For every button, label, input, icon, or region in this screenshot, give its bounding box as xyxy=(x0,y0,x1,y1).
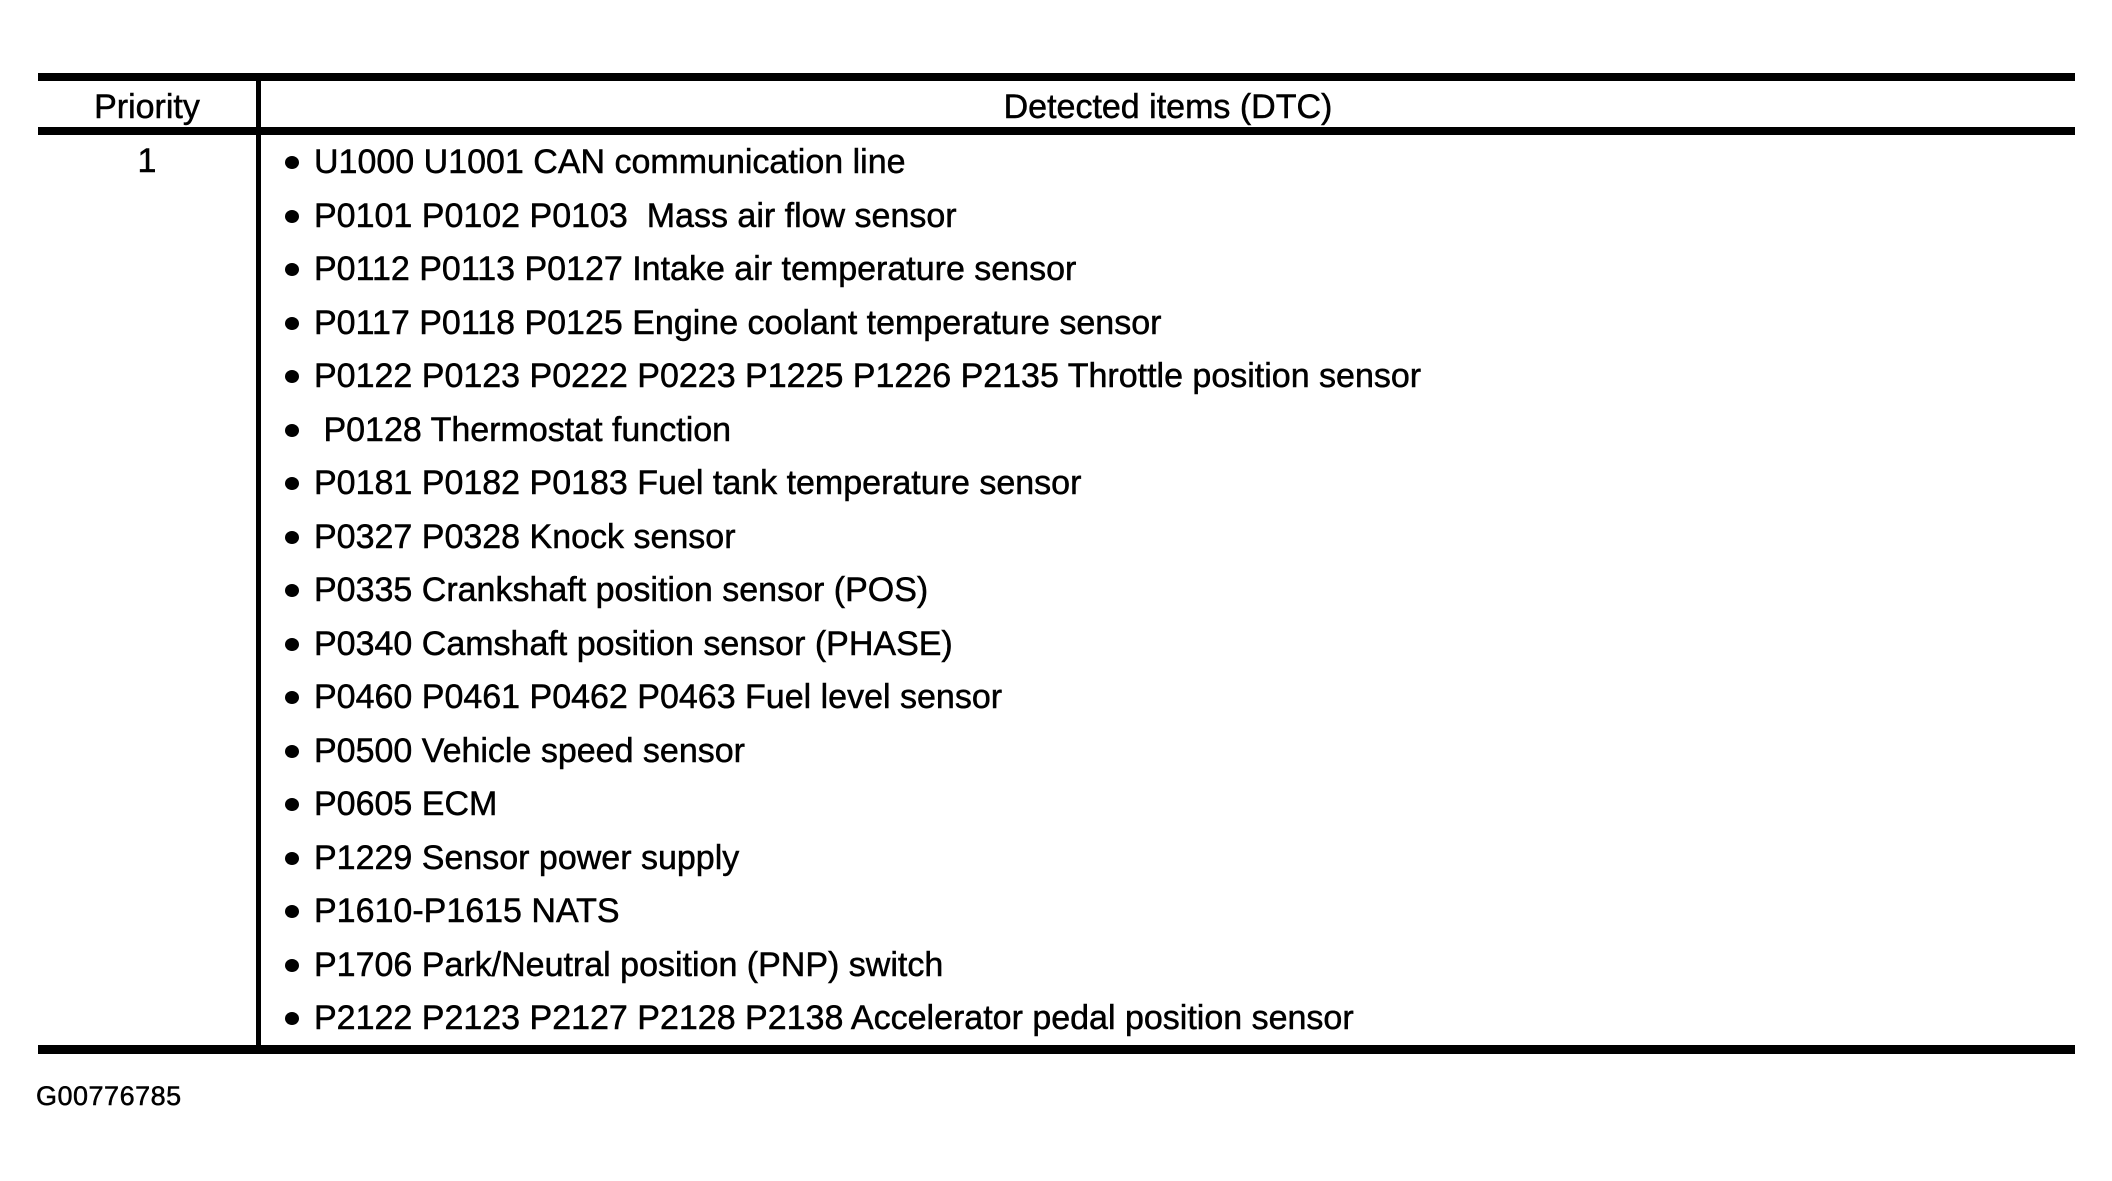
dtc-item-text: P0122 P0123 P0222 P0223 P1225 P1226 P213… xyxy=(314,357,1422,395)
dtc-item-text: P1229 Sensor power supply xyxy=(314,838,740,877)
bullet-icon xyxy=(285,905,299,919)
dtc-list-item: P2122 P2123 P2127 P2128 P2138 Accelerato… xyxy=(285,992,2075,1046)
dtc-list-item: P1706 Park/Neutral position (PNP) switch xyxy=(285,939,2075,993)
dtc-list: U1000 U1001 CAN communication line P0101… xyxy=(261,135,2075,1046)
dtc-list-item: U1000 U1001 CAN communication line xyxy=(285,136,2075,190)
priority-header-label: Priority xyxy=(94,88,200,127)
figure-id-caption: G00776785 xyxy=(36,1081,182,1111)
dtc-list-item: P0122 P0123 P0222 P0223 P1225 P1226 P213… xyxy=(285,350,2075,404)
bullet-icon xyxy=(285,584,299,598)
dtc-list-item: P0327 P0328 Knock sensor xyxy=(285,511,2075,565)
dtc-item-text: P1610-P1615 NATS xyxy=(314,892,620,930)
dtc-list-item: P0117 P0118 P0125 Engine coolant tempera… xyxy=(285,297,2075,351)
table-body-row: 1 U1000 U1001 CAN communication line P01… xyxy=(38,135,2075,1045)
dtc-list-item: P0128 Thermostat function xyxy=(285,404,2075,458)
dtc-list-item: P1229 Sensor power supply xyxy=(285,832,2075,886)
dtc-item-text: P0327 P0328 Knock sensor xyxy=(314,517,736,556)
dtc-list-item: P0460 P0461 P0462 P0463 Fuel level senso… xyxy=(285,671,2075,725)
bullet-icon xyxy=(285,156,299,170)
bullet-icon xyxy=(285,1012,299,1026)
bullet-icon xyxy=(285,530,299,544)
bullet-icon xyxy=(285,477,299,491)
priority-column-header: Priority xyxy=(38,81,261,127)
bullet-icon xyxy=(285,798,299,812)
dtc-item-text: P1706 Park/Neutral position (PNP) switch xyxy=(314,945,944,984)
bullet-icon xyxy=(285,263,299,277)
bullet-icon xyxy=(285,851,299,865)
dtc-list-item: P1610-P1615 NATS xyxy=(285,885,2075,939)
bullet-icon xyxy=(285,209,299,223)
dtc-list-item: P0335 Crankshaft position sensor (POS) xyxy=(285,564,2075,618)
bullet-icon xyxy=(285,637,299,651)
dtc-list-item: P0605 ECM xyxy=(285,778,2075,832)
detected-items-column-header: Detected items (DTC) xyxy=(261,81,2075,127)
detected-items-header-label: Detected items (DTC) xyxy=(1003,88,1333,127)
dtc-item-text: P2122 P2123 P2127 P2128 P2138 Accelerato… xyxy=(314,999,1354,1037)
dtc-item-text: P0500 Vehicle speed sensor xyxy=(314,731,745,770)
dtc-list-item: P0101 P0102 P0103 Mass air flow sensor xyxy=(285,190,2075,244)
dtc-item-text: P0128 Thermostat function xyxy=(314,410,732,449)
dtc-item-text: U1000 U1001 CAN communication line xyxy=(314,143,906,181)
dtc-item-text: P0340 Camshaft position sensor (PHASE) xyxy=(314,624,953,663)
bullet-icon xyxy=(285,316,299,330)
bullet-icon xyxy=(285,958,299,972)
dtc-item-text: P0605 ECM xyxy=(314,785,498,823)
dtc-list-item: P0500 Vehicle speed sensor xyxy=(285,725,2075,779)
detected-items-cell: U1000 U1001 CAN communication line P0101… xyxy=(261,135,2075,1045)
table-header-row: Priority Detected items (DTC) xyxy=(38,81,2075,135)
priority-cell: 1 xyxy=(38,135,261,1045)
dtc-item-text: P0460 P0461 P0462 P0463 Fuel level senso… xyxy=(314,678,1003,716)
dtc-list-item: P0340 Camshaft position sensor (PHASE) xyxy=(285,618,2075,672)
bullet-icon xyxy=(285,423,299,437)
dtc-item-text: P0112 P0113 P0127 Intake air temperature… xyxy=(314,250,1077,288)
dtc-item-text: P0117 P0118 P0125 Engine coolant tempera… xyxy=(314,303,1162,342)
dtc-list-item: P0181 P0182 P0183 Fuel tank temperature … xyxy=(285,457,2075,511)
bullet-icon xyxy=(285,370,299,384)
dtc-item-text: P0181 P0182 P0183 Fuel tank temperature … xyxy=(314,464,1082,502)
dtc-item-text: P0335 Crankshaft position sensor (POS) xyxy=(314,571,929,609)
dtc-list-item: P0112 P0113 P0127 Intake air temperature… xyxy=(285,243,2075,297)
dtc-item-text: P0101 P0102 P0103 Mass air flow sensor xyxy=(314,196,957,235)
dtc-priority-table: Priority Detected items (DTC) 1 U1000 U1… xyxy=(38,73,2075,1054)
bullet-icon xyxy=(285,691,299,705)
priority-value: 1 xyxy=(137,142,157,180)
bullet-icon xyxy=(285,744,299,758)
